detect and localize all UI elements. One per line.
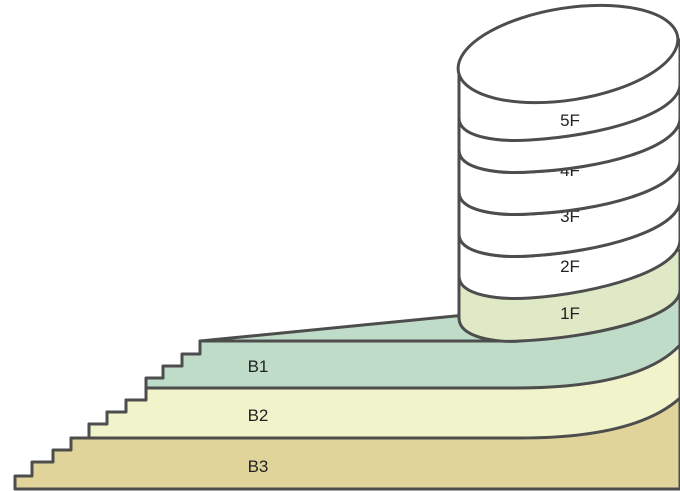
basement-b1-label: B1 — [248, 357, 269, 376]
tower-separator-5f-4f — [457, 82, 680, 142]
basement-b3-label: B3 — [248, 457, 269, 476]
tower-roof — [456, 3, 680, 105]
tower-2f-label: 2F — [560, 257, 580, 276]
basement-b2-label: B2 — [248, 406, 269, 425]
tower-1f-label: 1F — [560, 304, 580, 323]
tower-5f-label: 5F — [560, 111, 580, 130]
